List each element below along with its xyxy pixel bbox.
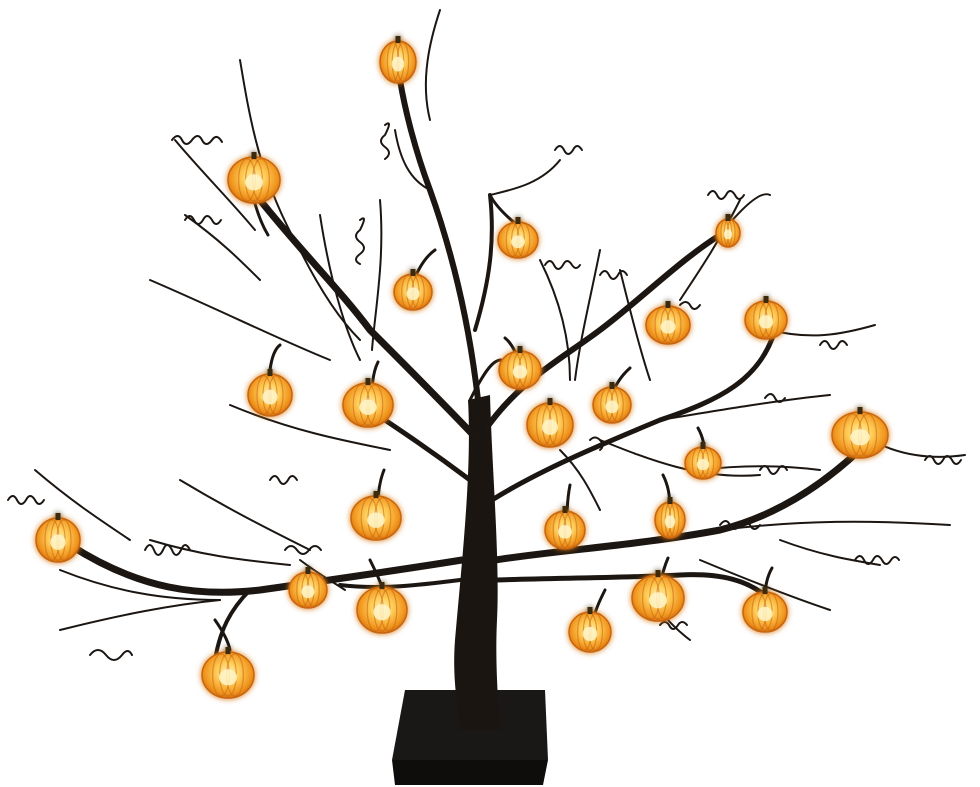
pumpkin-light (631, 570, 685, 622)
pumpkin-light (379, 36, 417, 84)
pumpkin-light (526, 398, 574, 448)
tree-branches (34, 9, 966, 662)
pumpkin-light (288, 567, 328, 609)
pumpkin-light (544, 506, 586, 550)
pumpkin-light (645, 301, 691, 345)
pumpkin-lights (35, 36, 889, 699)
pumpkin-light (201, 647, 255, 699)
pumpkin-light (227, 152, 281, 204)
pumpkin-light (654, 497, 686, 539)
tree-trunk (454, 395, 500, 730)
pumpkin-light (568, 607, 612, 653)
pumpkin-light (356, 582, 408, 634)
pumpkin-light (247, 369, 293, 417)
pumpkin-light (744, 296, 788, 340)
pumpkin-light (342, 378, 394, 428)
pumpkin-light (592, 382, 632, 424)
pumpkin-light (498, 346, 542, 390)
pumpkin-light (350, 491, 402, 541)
pumpkin-light (831, 407, 889, 459)
pumpkin-light (497, 217, 539, 259)
wire-coils (7, 122, 962, 661)
pumpkin-light (715, 214, 741, 248)
pumpkin-light (393, 269, 433, 311)
pumpkin-light (742, 587, 788, 633)
pumpkin-light (684, 442, 722, 480)
pumpkin-light (35, 513, 81, 563)
